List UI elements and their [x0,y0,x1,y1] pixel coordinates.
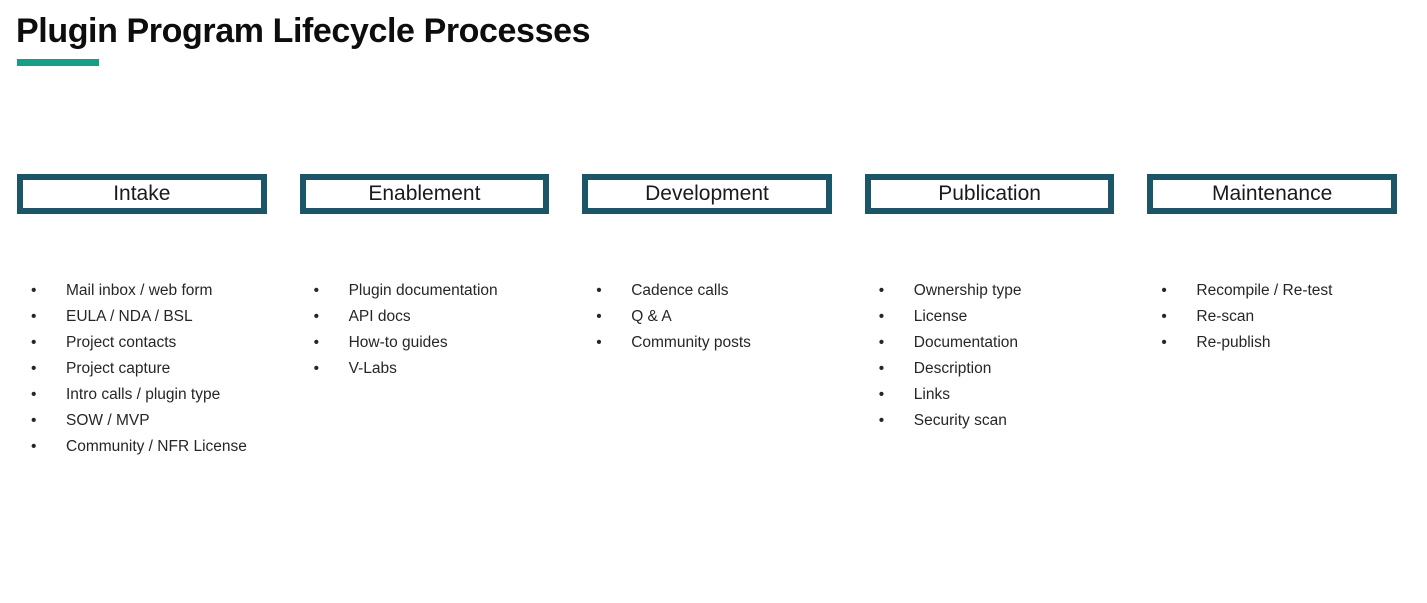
bullet-icon: • [878,360,885,377]
stage-development: Development • Cadence calls • Q & A • Commu… [582,174,832,356]
stage-maintenance: Maintenance • Recompile / Re-test • Re-sca… [1147,174,1397,356]
list-item: • Project contacts [17,330,267,356]
bullet-icon: • [31,412,37,429]
list-item-label: Recompile / Re-test [1196,282,1333,299]
list-item: • Re-scan [1147,304,1397,330]
list-item: • EULA / NDA / BSL [17,304,267,330]
bullet-icon: • [31,334,37,351]
list-item: • Documentation [865,330,1115,356]
bullet-icon: • [878,308,885,325]
stage-header-publication[interactable]: Publication [864,174,1115,214]
stage-publication: Publication • Ownership type • License • Do… [864,174,1115,434]
stage-header-development[interactable]: Development [582,174,832,214]
bullet-icon: • [313,308,320,325]
list-item-label: Community posts [631,334,751,351]
stage-header-label: Development [645,182,769,205]
list-item-label: Plugin documentation [348,282,498,299]
stage-list-enablement: • Plugin documentation • API docs • How-to … [300,278,550,382]
bullet-icon: • [878,282,885,299]
list-item-label: Ownership type [913,282,1022,299]
bullet-icon: • [1161,282,1167,299]
stage-intake: Intake • Mail inbox / web form • EULA / ND… [17,174,267,460]
bullet-icon: • [31,438,37,455]
bullet-icon: • [596,308,602,325]
list-item: • V-Labs [300,356,550,382]
bullet-icon: • [313,334,320,351]
list-item-label: License [913,308,968,325]
stage-list-development: • Cadence calls • Q & A • Community posts [582,278,832,356]
list-item: • Intro calls / plugin type [17,382,267,408]
list-item: • Community posts [582,330,832,356]
bullet-icon: • [878,386,885,403]
bullet-icon: • [596,334,602,351]
list-item-label: SOW / MVP [66,412,150,429]
list-item: • Re-publish [1147,330,1397,356]
stage-header-label: Enablement [368,182,481,205]
list-item: • Cadence calls [582,278,832,304]
stage-header-enablement[interactable]: Enablement [299,174,550,214]
list-item: • Ownership type [865,278,1115,304]
list-item-label: How-to guides [348,334,448,351]
list-item-label: Re-publish [1196,334,1271,351]
list-item-label: V-Labs [348,360,397,377]
stage-header-label: Publication [938,182,1041,205]
bullet-icon: • [31,360,37,377]
bullet-icon: • [313,282,320,299]
list-item: • Project capture [17,356,267,382]
stage-list-maintenance: • Recompile / Re-test • Re-scan • Re-publis… [1147,278,1397,356]
bullet-icon: • [878,412,885,429]
list-item-label: Cadence calls [631,282,729,299]
list-item-label: Intro calls / plugin type [66,386,221,403]
stage-list-publication: •Ownership type •License •Documentation … [865,278,1115,434]
list-item-label: Re-scan [1196,308,1255,325]
bullet-icon: • [596,282,602,299]
stage-header-maintenance[interactable]: Maintenance [1147,174,1397,214]
list-item: • Links [865,382,1115,408]
list-item-label: Documentation [913,334,1019,351]
bullet-icon: • [1161,334,1167,351]
bullet-icon: • [31,308,37,325]
list-item-label: Mail inbox / web form [66,282,213,299]
title-accent-bar [17,59,99,66]
list-item: • Plugin documentation [300,278,550,304]
list-item: • API docs [300,304,550,330]
bullet-icon: • [31,282,37,299]
page-title: Plugin Program Lifecycle Processes [16,12,591,50]
list-item-label: API docs [348,308,411,325]
list-item: • Security scan [865,408,1115,434]
list-item-label: EULA / NDA / BSL [66,308,193,325]
list-item-label: Q & A [631,308,672,325]
list-item: • Community / NFR License [17,434,267,460]
list-item: • SOW / MVP [17,408,267,434]
list-item: • Recompile / Re-test [1147,278,1397,304]
list-item: • License [865,304,1115,330]
list-item: • How-to guides [300,330,550,356]
bullet-icon: • [1161,308,1167,325]
list-item: • Mail inbox / web form [17,278,267,304]
list-item-label: Security scan [913,412,1007,429]
list-item: • Description [865,356,1115,382]
stage-header-intake[interactable]: Intake [17,174,267,214]
stage-list-intake: • Mail inbox / web form • EULA / NDA / BSL… [17,278,267,460]
bullet-icon: • [878,334,885,351]
list-item-label: Community / NFR License [66,438,247,455]
list-item-label: Links [913,386,950,403]
stage-header-label: Intake [113,182,171,205]
list-item-label: Description [913,360,992,377]
lifecycle-stages: Intake • Mail inbox / web form • EULA / ND… [17,174,1397,460]
bullet-icon: • [313,360,320,377]
list-item-label: Project contacts [66,334,177,351]
stage-header-label: Maintenance [1212,182,1333,205]
stage-enablement: Enablement • Plugin documentation • API do… [299,174,550,382]
bullet-icon: • [31,386,37,403]
list-item-label: Project capture [66,360,171,377]
list-item: • Q & A [582,304,832,330]
